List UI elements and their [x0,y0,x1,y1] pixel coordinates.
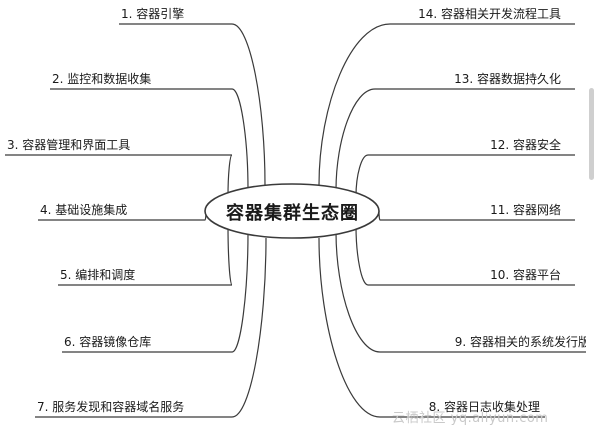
connector-left-6 [62,231,249,353]
branch-label: 8. 容器日志收集处理 [428,400,540,414]
vertical-scrollbar-thumb[interactable] [589,88,594,180]
central-topic-label: 容器集群生态圈 [226,202,359,224]
connector-right-8 [318,237,545,418]
branch-label: 6. 容器镜像仓库 [64,335,152,349]
branch-label: 3. 容器管理和界面工具 [7,138,131,152]
connector-left-2 [50,88,249,191]
connector-right-9 [335,231,592,353]
connector-right-10 [355,225,575,286]
branch-label: 2. 监控和数据收集 [52,72,152,86]
branch-label: 5. 编排和调度 [60,268,136,282]
central-topic[interactable]: 容器集群生态圈 [205,184,380,239]
branch-left-3[interactable]: 3. 容器管理和界面工具 [7,138,130,152]
connector-left-5 [58,225,233,286]
branch-right-13[interactable]: 13. 容器数据持久化 [454,72,561,86]
branch-label: 10. 容器平台 [490,268,561,282]
branch-left-7[interactable]: 7. 服务发现和容器域名服务 [37,400,184,414]
connector-left-3 [5,154,233,197]
branch-left-1[interactable]: 1. 容器引擎 [121,7,184,21]
branch-right-12[interactable]: 12. 容器安全 [490,138,561,152]
central-topic-ellipse [204,183,380,239]
branch-label: 14. 容器相关开发流程工具 [418,7,561,21]
branch-label: 7. 服务发现和容器域名服务 [37,400,185,414]
watermark: 云栖社区 yq.aliyun.com [392,411,549,426]
branch-label: 11. 容器网络 [490,203,561,217]
branch-right-11[interactable]: 11. 容器网络 [490,203,561,217]
branch-right-9[interactable]: 9. 容器相关的系统发行版 [455,335,590,349]
branch-label: 9. 容器相关的系统发行版 [454,335,590,349]
branch-right-8[interactable]: 8. 容器日志收集处理 [429,400,540,414]
connector-right-14 [318,23,575,186]
connector-left-1 [119,23,266,186]
branch-left-4[interactable]: 4. 基础设施集成 [40,203,127,217]
connector-right-12 [355,154,575,197]
branch-left-5[interactable]: 5. 编排和调度 [60,268,135,282]
branch-label: 13. 容器数据持久化 [454,72,561,86]
branch-left-6[interactable]: 6. 容器镜像仓库 [64,335,151,349]
branch-left-2[interactable]: 2. 监控和数据收集 [52,72,151,86]
branch-right-14[interactable]: 14. 容器相关开发流程工具 [418,7,561,21]
connector-right-13 [335,88,575,191]
branch-label: 12. 容器安全 [490,138,561,152]
branch-label: 4. 基础设施集成 [40,203,128,217]
branch-label: 1. 容器引擎 [121,7,185,21]
connector-left-7 [35,237,267,418]
branch-right-10[interactable]: 10. 容器平台 [490,268,561,282]
vertical-scrollbar-track[interactable] [586,0,598,433]
